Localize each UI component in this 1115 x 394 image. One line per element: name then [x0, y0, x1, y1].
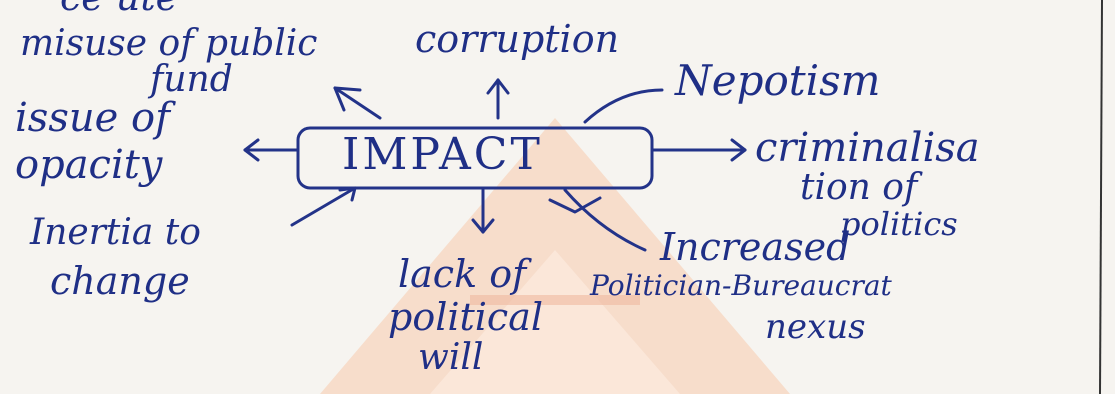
arrowhead-opacity	[243, 138, 260, 162]
branch-opacity-line2: opacity	[15, 142, 163, 188]
center-box	[296, 126, 654, 190]
branch-inertia-line1: Inertia to	[30, 212, 201, 253]
arrow-nexus	[563, 188, 647, 252]
center-label: IMPACT	[342, 129, 543, 180]
cropped-top-text: ce ute	[60, 0, 178, 16]
arrow-inertia	[290, 186, 357, 227]
arrowhead-misuse	[333, 86, 362, 112]
branch-opacity-line1: issue of	[15, 95, 170, 141]
branch-corruption: corruption	[415, 17, 620, 61]
branch-nepotism: Nepotism	[675, 56, 881, 105]
branch-inertia-line2: change	[50, 259, 190, 303]
branch-political-will-line3: will	[418, 337, 484, 378]
branch-misuse-line1: misuse of public	[20, 23, 318, 64]
branch-nexus-line3: nexus	[765, 307, 866, 347]
arrowhead-inertia	[338, 186, 357, 202]
arrowhead-criminalisation	[730, 138, 747, 162]
branch-criminalisation-line2: tion of	[800, 167, 918, 208]
branch-criminalisation-line3: politics	[840, 205, 958, 243]
branch-political-will-line2: political	[388, 295, 544, 339]
arrow-nepotism	[583, 88, 664, 124]
branch-nexus-line1: Increased	[660, 225, 851, 269]
branch-criminalisation-line1: criminalisa	[755, 125, 980, 171]
branch-political-will-line1: lack of	[398, 252, 527, 296]
arrow-nexus-tick	[548, 196, 602, 214]
branch-nexus-line2: Politician-Bureaucrat	[590, 269, 892, 302]
arrowhead-corruption	[486, 78, 510, 95]
arrow-misuse	[333, 86, 382, 120]
arrowhead-political-will	[471, 218, 495, 234]
branch-misuse-line2: fund	[150, 59, 233, 100]
